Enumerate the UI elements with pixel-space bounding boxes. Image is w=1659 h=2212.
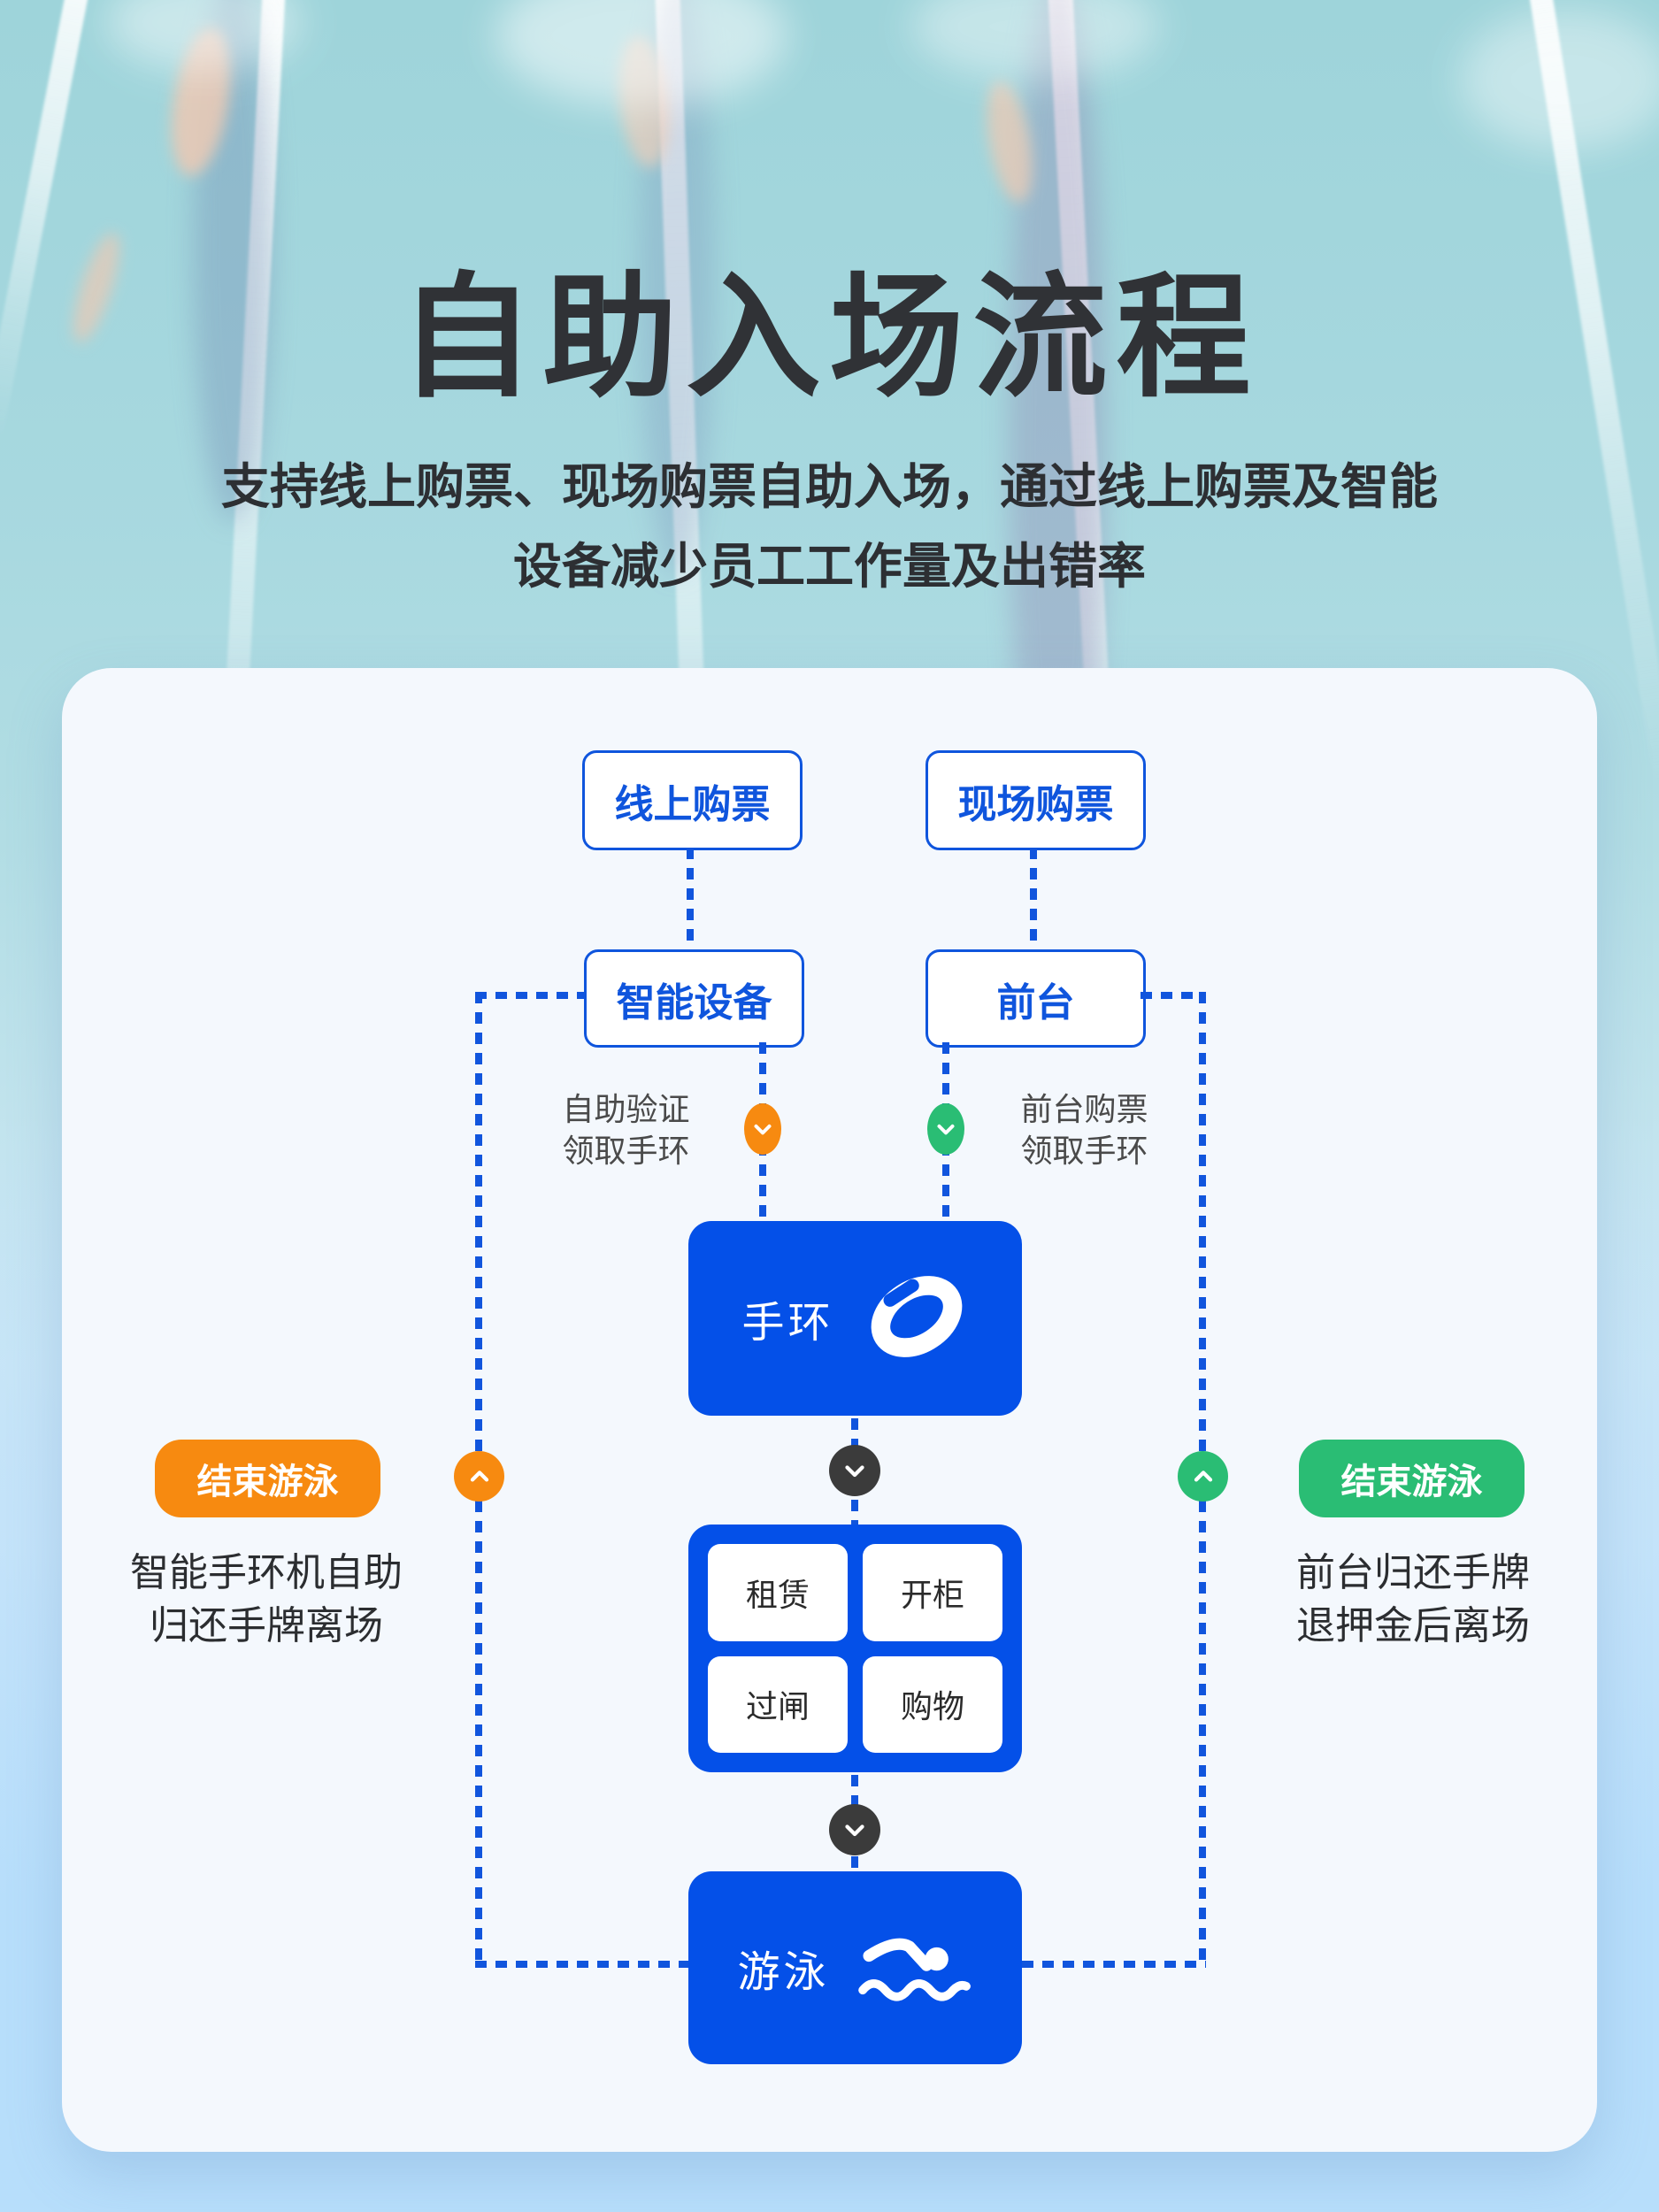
chevron-down-icon-dark-2	[829, 1804, 880, 1855]
connector-online-to-device	[687, 848, 694, 947]
node-online-ticket-label: 线上购票	[614, 782, 771, 826]
badge-end-swim-left: 结束游泳	[155, 1440, 380, 1517]
node-online-ticket: 线上购票	[582, 750, 803, 850]
label-self-verify-line1: 自助验证	[562, 1091, 690, 1127]
function-cell-locker: 开柜	[863, 1544, 1002, 1641]
chevron-up-icon-green	[1178, 1451, 1228, 1502]
note-right-exit: 前台归还手牌 退押金后离场	[1251, 1547, 1575, 1653]
note-left-exit-line2: 归还手牌离场	[150, 1604, 383, 1647]
label-desk-purchase-line2: 领取手环	[1020, 1133, 1148, 1169]
left-loop-to-swim	[475, 1961, 688, 1968]
function-cell-gate: 过闸	[708, 1655, 848, 1753]
function-cell-shopping: 购物	[863, 1655, 1002, 1753]
connector-onsite-to-desk	[1030, 848, 1037, 947]
note-right-exit-line1: 前台归还手牌	[1296, 1551, 1530, 1594]
label-self-verify-line2: 领取手环	[562, 1133, 690, 1169]
badge-end-swim-right: 结束游泳	[1299, 1440, 1525, 1517]
node-swim-label: 游泳	[737, 1949, 830, 1996]
subtitle-line-2: 设备减少员工工作量及出错率	[512, 539, 1146, 594]
badge-end-swim-right-label: 结束游泳	[1340, 1463, 1483, 1502]
node-front-desk: 前台	[926, 949, 1146, 1048]
wristband-icon	[864, 1271, 969, 1367]
note-right-exit-line2: 退押金后离场	[1296, 1604, 1530, 1647]
node-smart-device: 智能设备	[584, 949, 804, 1048]
badge-end-swim-left-label: 结束游泳	[196, 1463, 339, 1502]
swimmer-icon	[856, 1922, 973, 2015]
page-subtitle: 支持线上购票、现场购票自助入场，通过线上购票及智能 设备减少员工工作量及出错率	[0, 447, 1659, 606]
label-self-verify: 自助验证 领取手环	[531, 1088, 721, 1171]
right-loop-to-swim	[1022, 1961, 1206, 1968]
node-smart-device-label: 智能设备	[616, 980, 772, 1025]
chevron-down-icon-green	[927, 1103, 964, 1155]
chevron-down-icon-dark-1	[829, 1445, 880, 1496]
node-wristband: 手环	[688, 1221, 1022, 1416]
node-wristband-label: 手环	[741, 1300, 834, 1347]
subtitle-line-1: 支持线上购票、现场购票自助入场，通过线上购票及智能	[220, 459, 1438, 514]
chevron-up-icon-orange	[454, 1451, 504, 1502]
function-cell-rent: 租赁	[708, 1544, 848, 1641]
label-desk-purchase: 前台购票 领取手环	[989, 1088, 1179, 1171]
connector-desk-to-right-loop	[1141, 992, 1206, 999]
label-desk-purchase-line1: 前台购票	[1020, 1091, 1148, 1127]
chevron-down-icon-orange	[744, 1103, 781, 1155]
note-left-exit-line1: 智能手环机自助	[130, 1551, 403, 1594]
node-functions: 租赁 开柜 过闸 购物	[688, 1525, 1022, 1772]
page-title: 自助入场流程	[399, 263, 1260, 413]
node-front-desk-label: 前台	[996, 980, 1075, 1025]
connector-device-to-left-loop	[475, 992, 584, 999]
node-onsite-ticket: 现场购票	[926, 750, 1146, 850]
node-onsite-ticket-label: 现场购票	[957, 782, 1114, 826]
node-swim: 游泳	[688, 1871, 1022, 2064]
note-left-exit: 智能手环机自助 归还手牌离场	[104, 1547, 428, 1653]
